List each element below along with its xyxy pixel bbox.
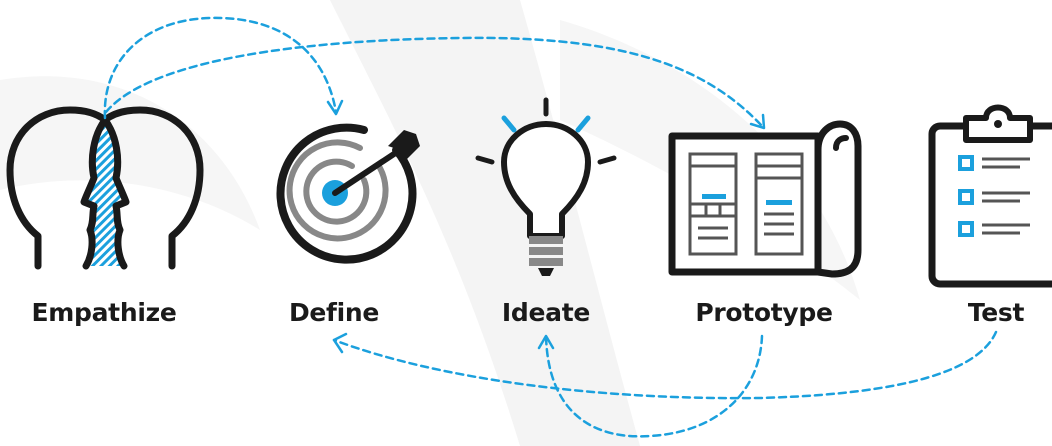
flow-arrows bbox=[103, 16, 998, 438]
blueprint-icon bbox=[668, 120, 862, 278]
stage-label-empathize: Empathize bbox=[31, 298, 177, 327]
arrow-empathize-to-prototype bbox=[104, 36, 764, 128]
target-arrow-icon bbox=[276, 123, 420, 264]
stage-label-prototype: Prototype bbox=[695, 298, 833, 327]
arrow-test-to-define bbox=[332, 330, 998, 400]
arrow-empathize-to-define bbox=[103, 16, 338, 120]
arrow-prototype-to-ideate bbox=[544, 334, 764, 438]
stage-label-ideate: Ideate bbox=[501, 298, 591, 327]
empathize-heads-icon bbox=[6, 106, 204, 270]
stage-label-define: Define bbox=[288, 298, 380, 327]
lightbulb-icon bbox=[475, 97, 617, 276]
arrowheads bbox=[326, 99, 766, 354]
arrowhead-ideate-bottom bbox=[537, 334, 555, 350]
arrowhead-prototype-top bbox=[749, 113, 766, 130]
arrowhead-define-bottom bbox=[332, 332, 348, 354]
arrowhead-define-top bbox=[326, 99, 344, 116]
clipboard-checklist-icon bbox=[928, 104, 1052, 288]
stage-label-test: Test bbox=[967, 298, 1025, 327]
